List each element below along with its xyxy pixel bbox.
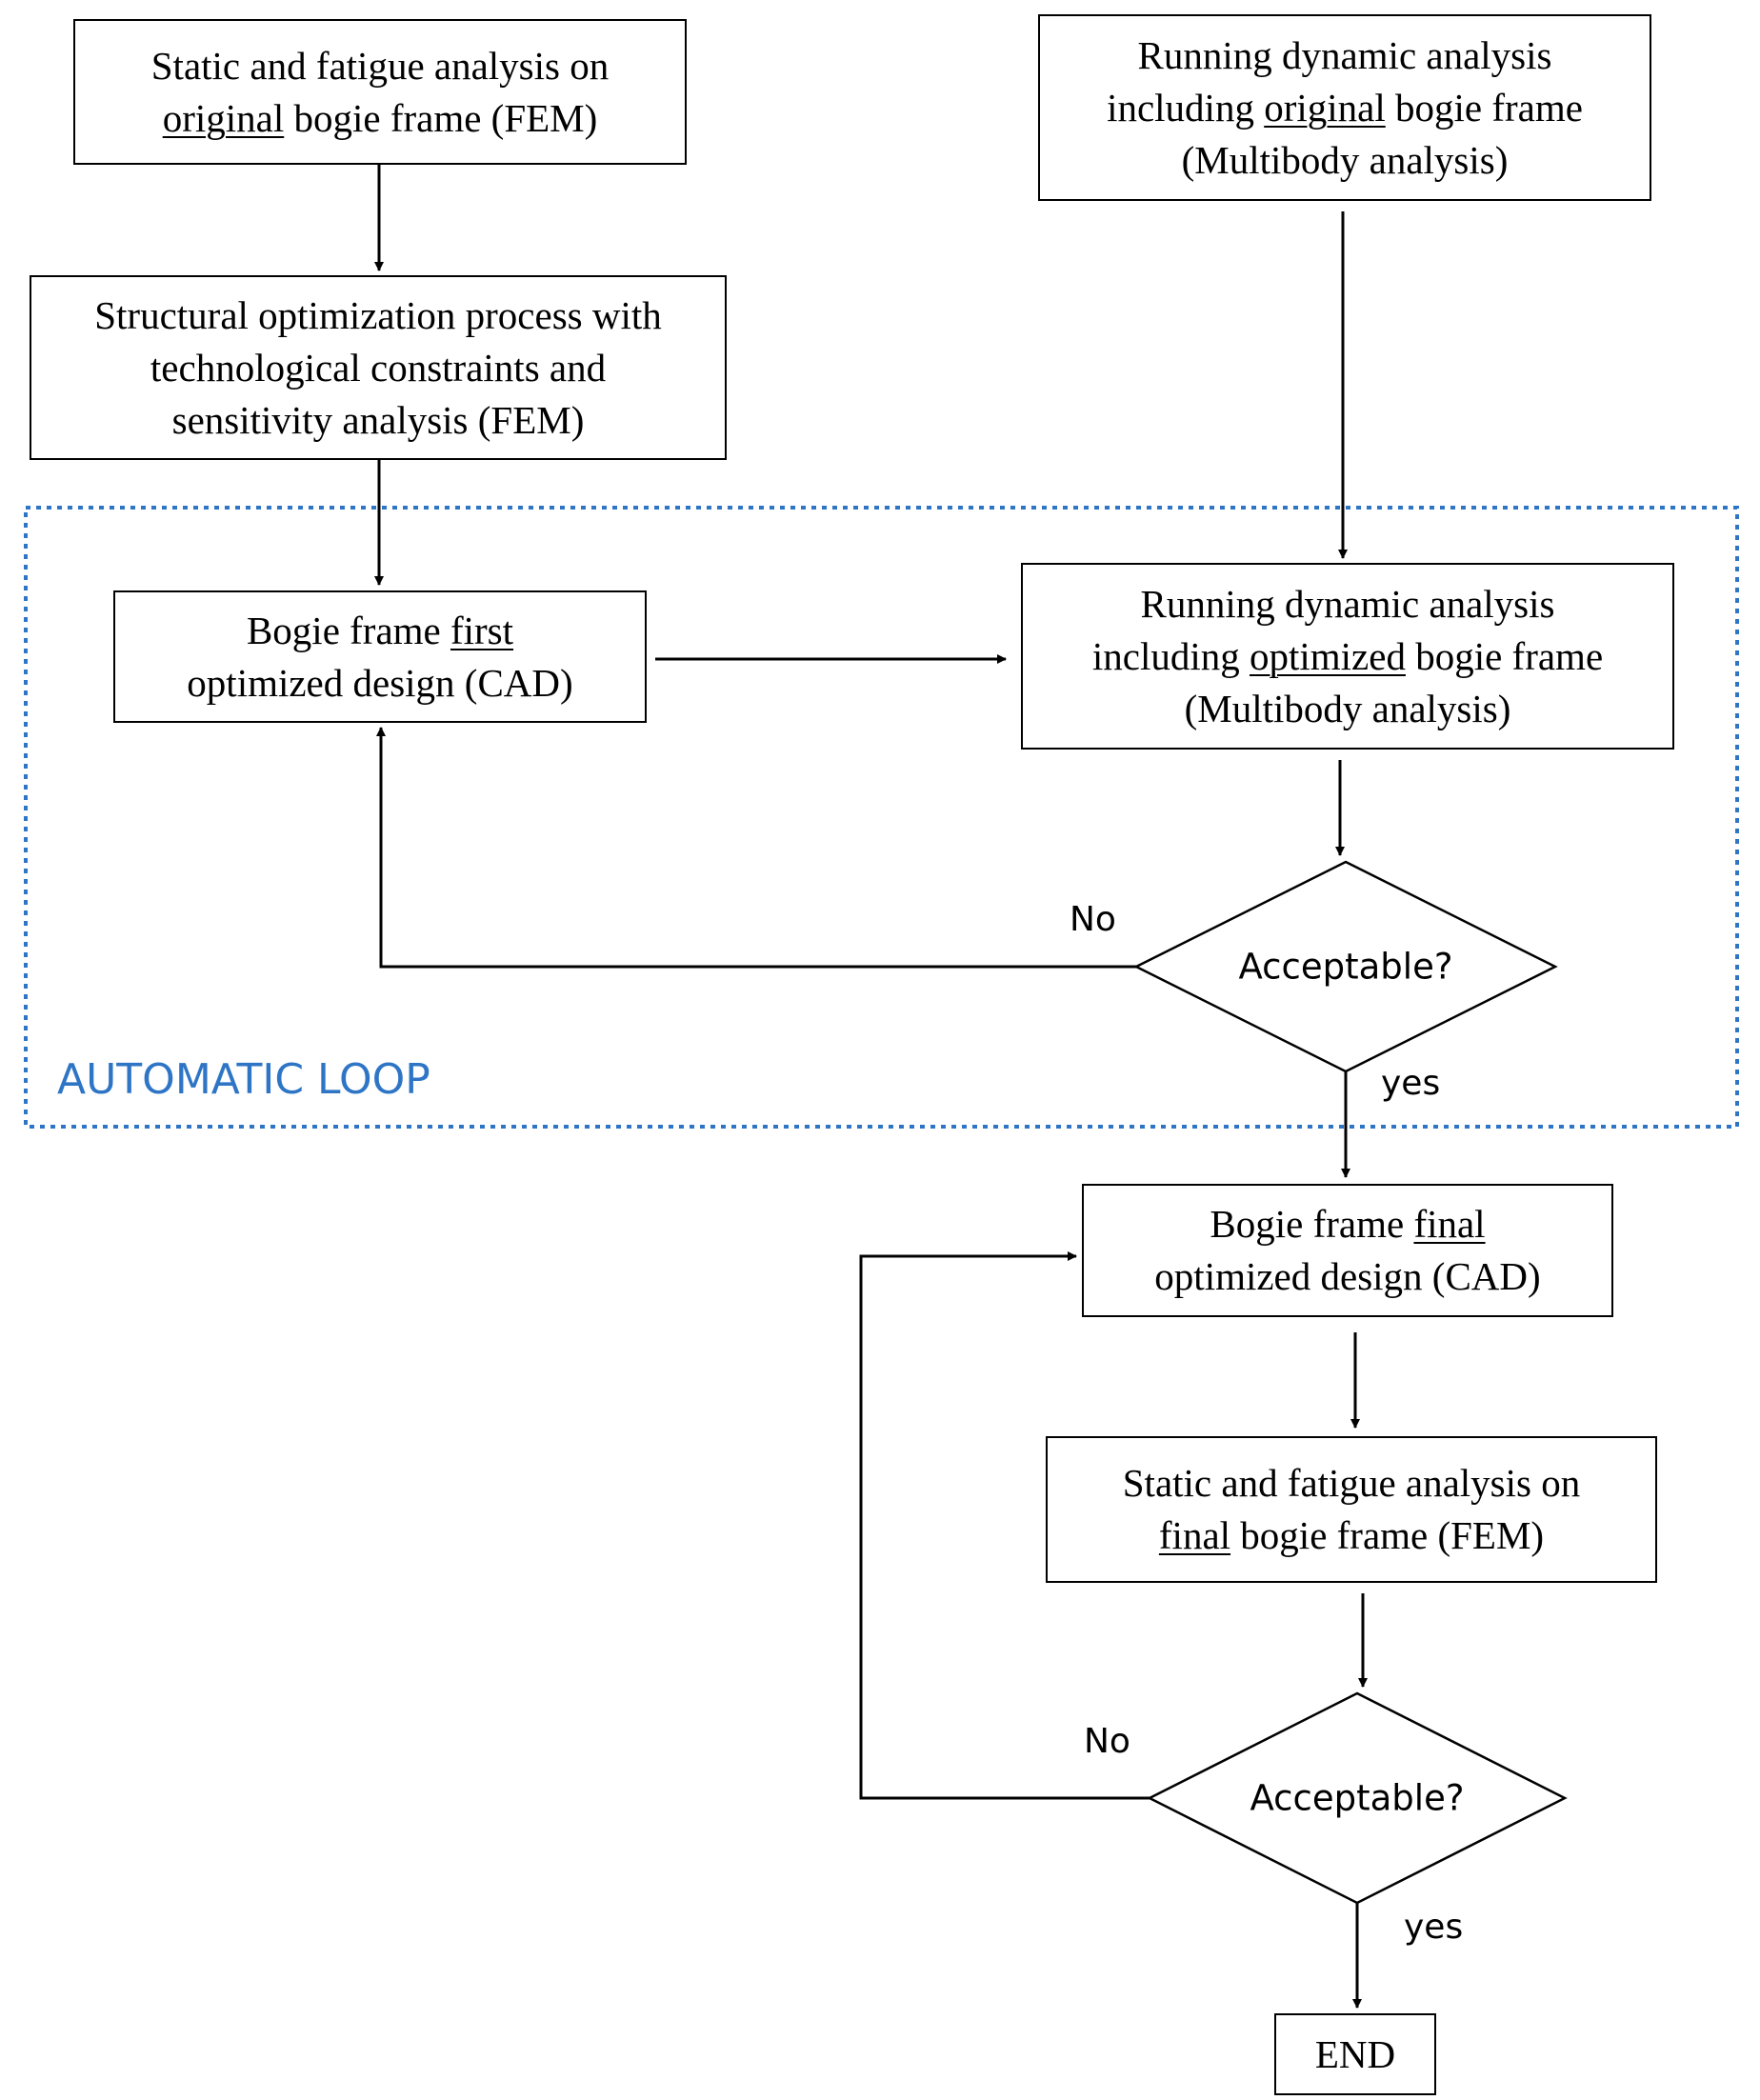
decision-2-no-label: No <box>1084 1722 1130 1761</box>
decision-1-text: Acceptable? <box>1238 946 1453 988</box>
box-dynamic-optimized: Running dynamic analysis including optim… <box>1021 563 1674 750</box>
box-final-optimized-design: Bogie frame final optimized design (CAD) <box>1082 1184 1613 1317</box>
box-structural-optimization: Structural optimization process with tec… <box>30 275 727 460</box>
box-static-fatigue-final: Static and fatigue analysis on final bog… <box>1046 1436 1657 1583</box>
decision-1-yes-label: yes <box>1381 1064 1441 1103</box>
box-first-optimized-design: Bogie frame first optimized design (CAD) <box>113 590 647 723</box>
arrow-d1-no-to-b4 <box>376 727 1136 969</box>
decision-2-yes-label: yes <box>1404 1908 1464 1947</box>
box-dynamic-original: Running dynamic analysis including origi… <box>1038 14 1651 201</box>
box-static-fatigue-original: Static and fatigue analysis on original … <box>73 19 687 165</box>
box-end: END <box>1274 2013 1436 2095</box>
decision-2-text: Acceptable? <box>1250 1777 1465 1819</box>
decision-1-no-label: No <box>1070 900 1116 939</box>
automatic-loop-boundary <box>24 506 1739 1129</box>
arrow-d2-no-to-b6 <box>859 1251 1150 1800</box>
automatic-loop-label: AUTOMATIC LOOP <box>57 1055 430 1104</box>
